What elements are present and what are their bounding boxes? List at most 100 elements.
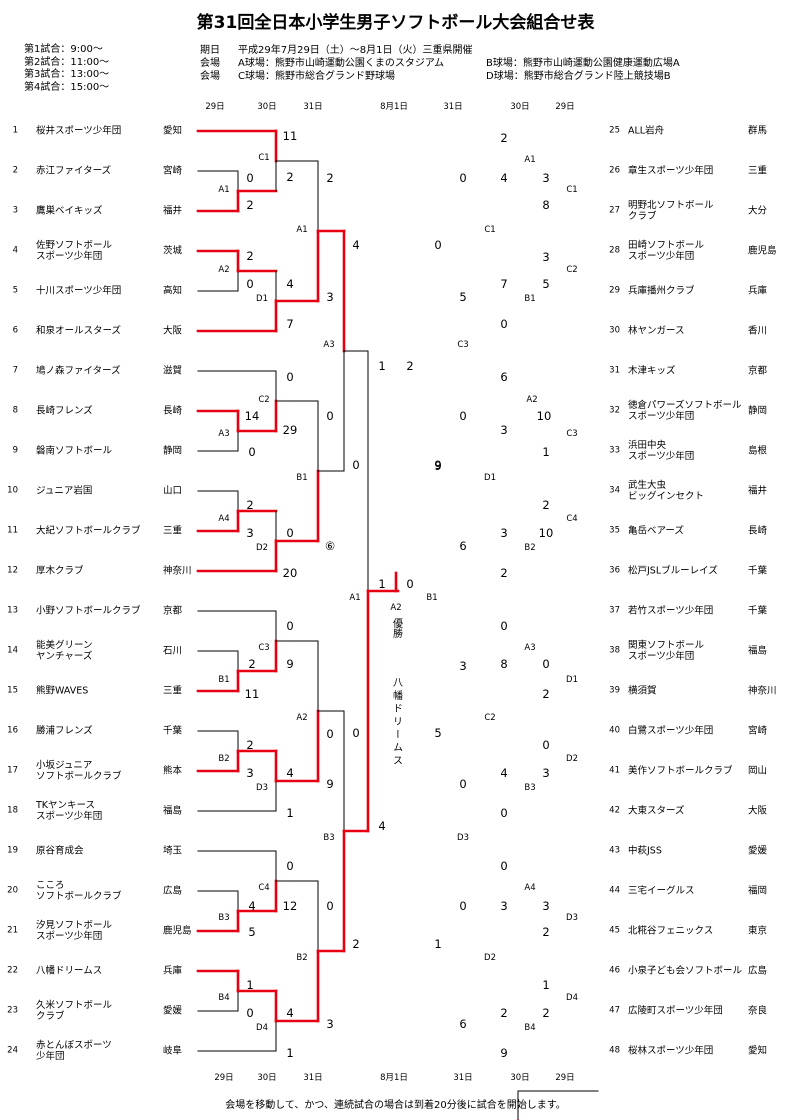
team-name: 赤江ファイターズ: [36, 165, 112, 177]
team-name: こころ ソフトボールクラブ: [36, 880, 122, 902]
team-prefecture: 大阪: [163, 325, 183, 337]
team-number: 8: [12, 405, 18, 416]
team-prefecture: 熊本: [163, 765, 183, 777]
team-number: 20: [7, 885, 18, 896]
team-prefecture: 長崎: [163, 405, 183, 417]
match-label-r_a2: A2: [526, 395, 538, 405]
team-number: 9: [12, 445, 18, 456]
team-prefecture: 島根: [748, 445, 768, 457]
team-prefecture: 福井: [748, 485, 768, 497]
team-number: 35: [609, 525, 620, 536]
score-f_r: 0: [406, 577, 414, 591]
match-label-r_b4: B4: [524, 1023, 536, 1033]
team-name: 林ヤンガース: [628, 325, 685, 337]
score-l_b2u_t: 0: [326, 899, 334, 913]
team-prefecture: 大阪: [748, 805, 768, 817]
team-prefecture: 京都: [163, 605, 183, 617]
team-name: 長崎フレンズ: [36, 405, 93, 417]
team-number: 3: [12, 205, 18, 216]
team-name: 大紀ソフトボールクラブ: [36, 525, 141, 537]
match-label-r_b1f: B1: [426, 593, 438, 603]
score-l_b2u_b: 3: [326, 1017, 334, 1031]
score-r_c3_33: 1: [542, 445, 550, 459]
score-l_d3_18: 1: [286, 806, 294, 820]
team-prefecture: 福岡: [748, 885, 768, 897]
day-29-right-bottom: 29日: [555, 1073, 575, 1083]
score-r_d4_46: 1: [542, 978, 550, 992]
team-number: 11: [7, 525, 18, 536]
day-31-right: 31日: [443, 102, 463, 112]
score-r_a4_w: 3: [500, 899, 508, 913]
day-81: 8月1日: [380, 102, 408, 112]
team-name: 赤とんぼスポーツ 少年団: [36, 1040, 112, 1062]
team-prefecture: 滋賀: [163, 365, 183, 377]
team-name: 松戸JSLブルーレイズ: [628, 565, 718, 577]
score-l_a4_11: 3: [246, 526, 254, 540]
team-name: 桜井スポーツ少年団: [36, 125, 122, 137]
team-prefecture: 愛知: [163, 125, 183, 137]
team-name: 鳩ノ森ファイターズ: [36, 365, 121, 377]
venue-label-2: 会場: [200, 71, 220, 82]
team-number: 29: [609, 285, 620, 296]
team-number: 45: [609, 925, 620, 936]
match-label-r_d3u: D3: [457, 833, 469, 843]
match-label-r_c1: C1: [566, 185, 578, 195]
match-label-r_d2: D2: [566, 754, 578, 764]
match-label-r_d1: D1: [566, 675, 578, 685]
team-name: 桜林スポーツ少年団: [628, 1045, 714, 1057]
score-r_d3u_b: 1: [434, 937, 442, 951]
day-30-right-bottom: 30日: [510, 1073, 530, 1083]
score-r_a2_32: 10: [536, 409, 552, 423]
team-number: 7: [12, 365, 18, 376]
score-r_c2_29: 5: [542, 277, 550, 291]
score-r_b1_w: 7: [500, 277, 508, 291]
score-r_b2_36: 2: [500, 566, 508, 580]
team-number: 34: [609, 485, 620, 496]
match-label-l_b3u: B3: [323, 833, 335, 843]
team-number: 26: [609, 165, 620, 176]
match-label-l_b2u: B2: [296, 953, 308, 963]
team-number: 18: [7, 805, 18, 816]
score-r_a1_26: 3: [542, 171, 550, 185]
score-r_d2u_b: 6: [459, 1017, 467, 1031]
team-prefecture: 福島: [163, 805, 183, 817]
score-r_b3_w: 4: [500, 766, 508, 780]
team-number: 47: [609, 1005, 620, 1016]
team-number: 36: [609, 565, 620, 576]
team-name: 三宅イーグルス: [628, 885, 695, 897]
team-name: 佐野ソフトボール スポーツ少年団: [36, 240, 113, 262]
score-l_b4_22: 1: [246, 978, 254, 992]
team-prefecture: 三重: [163, 685, 183, 697]
score-r_d3_44: 3: [542, 899, 550, 913]
score-r_a4_43: 0: [500, 859, 508, 873]
score-r_a1_t: 2: [500, 131, 508, 145]
score-r_d4_47: 2: [542, 1006, 550, 1020]
team-number: 44: [609, 885, 620, 896]
day-30-left-bottom: 30日: [257, 1073, 277, 1083]
match-label-l_a1: A1: [218, 185, 230, 195]
day-29-left: 29日: [205, 102, 225, 112]
team-name: 武生大虫 ビッグインセクト: [628, 480, 705, 502]
score-l_a1u_t: 2: [326, 171, 334, 185]
score-l_b4_23: 0: [246, 1006, 254, 1020]
team-prefecture: 大分: [748, 205, 768, 217]
score-l_a2u_b: 9: [326, 777, 334, 791]
score-l_a1f_b: 4: [378, 819, 386, 833]
team-prefecture: 茨城: [163, 245, 183, 257]
score-r_b4_w: 2: [500, 1006, 508, 1020]
match-label-r_b1: B1: [524, 294, 536, 304]
team-prefecture: 千葉: [748, 605, 768, 617]
score-l_d4_24: 1: [286, 1046, 294, 1060]
venue-a: A球場：熊野市山崎運動公園くまのスタジアム: [238, 58, 445, 69]
team-number: 41: [609, 765, 620, 776]
schedule-game-3: 第3試合：13:00～: [24, 69, 110, 80]
day-29-right: 29日: [555, 102, 575, 112]
venue-c: C球場：熊野市総合グランド野球場: [238, 71, 395, 82]
match-label-l_a3u: A3: [323, 340, 335, 350]
score-l_c2_w: 29: [282, 423, 298, 437]
score-r_b2_w: 3: [500, 526, 508, 540]
score-r_c2u_b: 0: [459, 777, 467, 791]
match-label-l_c4: C4: [258, 883, 270, 893]
day-31-left: 31日: [303, 102, 323, 112]
score-l_a1_3: 2: [246, 198, 254, 212]
